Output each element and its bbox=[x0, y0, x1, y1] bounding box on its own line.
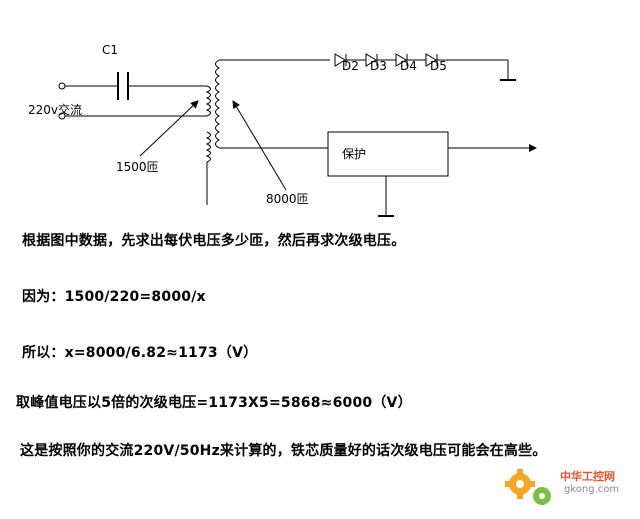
diode-label-d3: D3 bbox=[370, 59, 387, 73]
explanation-line-3: 所以：x=8000/6.82≈1173（V） bbox=[22, 345, 258, 361]
secondary-turns-pointer bbox=[232, 100, 287, 191]
diode-label-d2: D2 bbox=[342, 59, 359, 73]
secondary-coil bbox=[215, 59, 221, 149]
diode-label-d4: D4 bbox=[400, 59, 417, 73]
explanation-line-5: 这是按照你的交流220V/50Hz来计算的，铁芯质量好的话次级电压可能会在高些。 bbox=[20, 443, 547, 459]
primary-coil-upper bbox=[205, 85, 211, 117]
primary-coil-lower bbox=[205, 131, 211, 163]
watermark-site-name: 中华工控网 bbox=[560, 470, 615, 483]
protection-box bbox=[327, 131, 449, 177]
input-label: 220v交流 bbox=[28, 102, 82, 117]
input-terminal-top bbox=[58, 82, 66, 90]
gear-icon bbox=[505, 469, 551, 505]
watermark-logo: 中华工控网 gkong.com bbox=[502, 462, 638, 516]
explanation-line-1: 根据图中数据，先求出每伏电压多少匝，然后再求次级电压。 bbox=[22, 233, 406, 249]
capacitor-label: C1 bbox=[102, 43, 118, 57]
explanation-line-2: 因为：1500/220=8000/x bbox=[22, 289, 206, 305]
primary-turns-label: 1500匝 bbox=[116, 160, 159, 174]
diode-label-d5: D5 bbox=[430, 59, 447, 73]
explanation-line-4: 取峰值电压以5倍的次级电压=1173X5=5868≈6000（V） bbox=[16, 395, 412, 411]
protection-label: 保护 bbox=[342, 147, 366, 161]
primary-turns-pointer bbox=[139, 100, 199, 157]
watermark-url: gkong.com bbox=[564, 484, 620, 495]
circuit-diagram: C1 220v交流 D2 D3 D4 D5 保护 1500匝 800 bbox=[28, 43, 537, 217]
secondary-turns-label: 8000匝 bbox=[266, 192, 309, 206]
